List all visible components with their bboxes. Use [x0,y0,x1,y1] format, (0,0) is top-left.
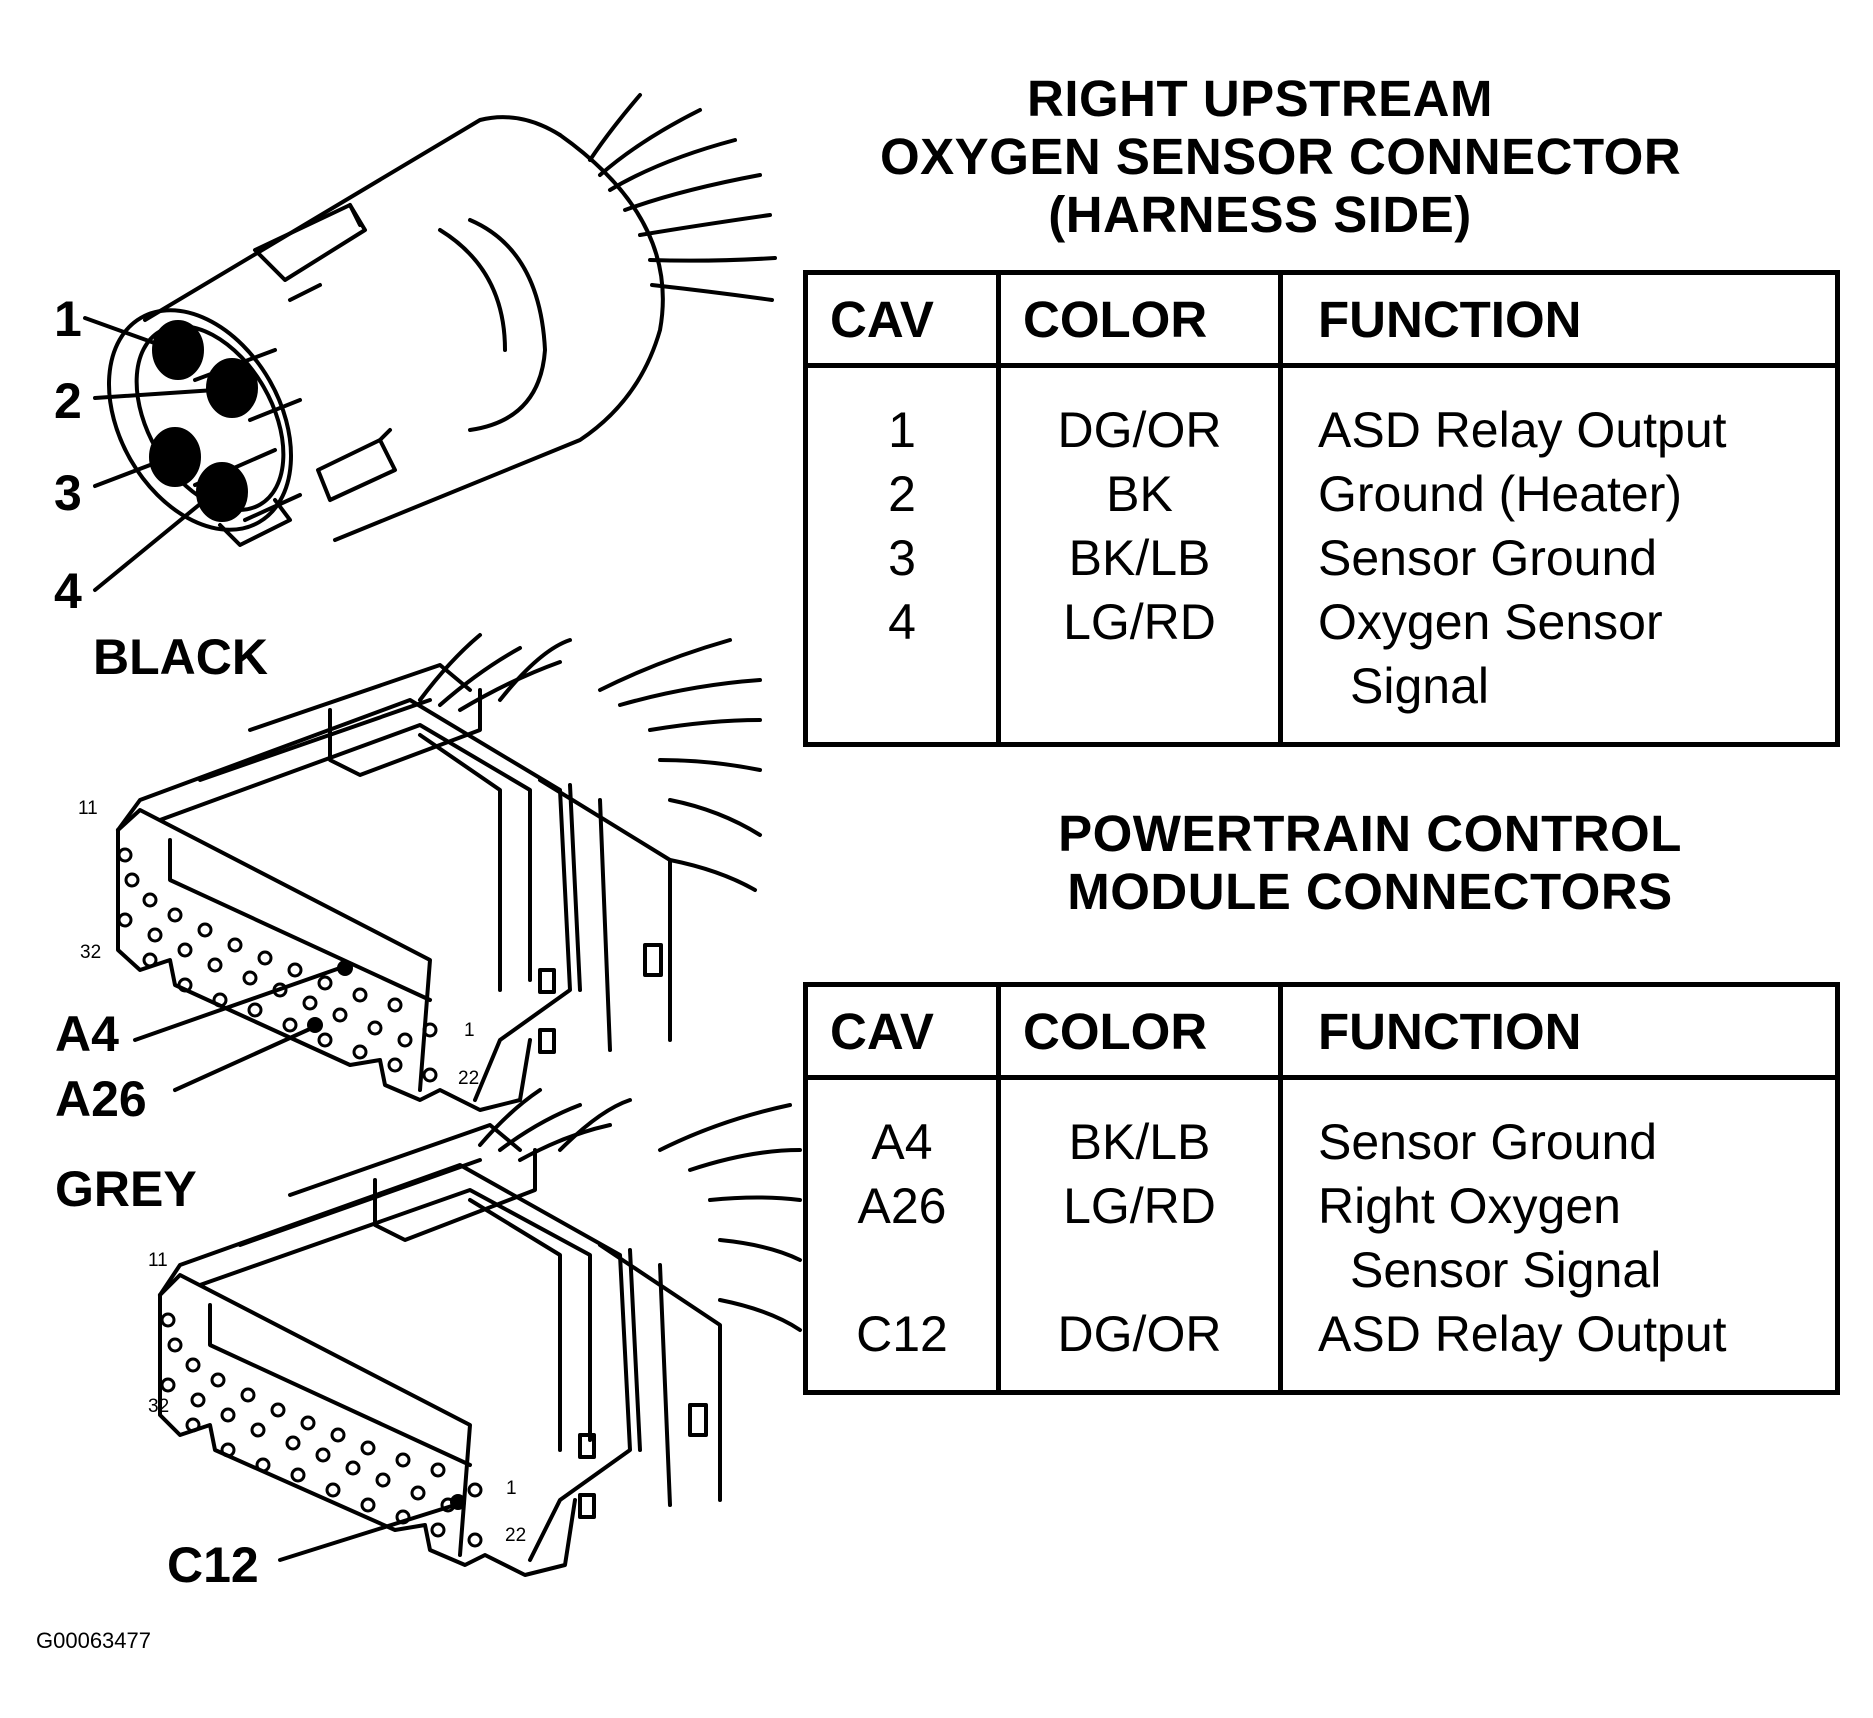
cav-cell: 4 [888,594,916,650]
function-cell: Sensor Ground [1318,1114,1658,1170]
function-cell: Oxygen Sensor [1318,594,1663,650]
black-pin-1: 1 [464,1020,475,1041]
black-pin-11: 11 [78,798,98,819]
color-column: DG/OR BK BK/LB LG/RD [998,365,1283,745]
callout-c12: C12 [167,1537,259,1593]
color-cell: BK/LB [1068,530,1211,586]
grey-pin-22: 22 [505,1525,527,1546]
grey-pin-11: 11 [148,1250,168,1271]
col-header-function: FUNCTION [1280,984,1838,1080]
black-pin-22: 22 [458,1068,480,1089]
color-cell: LG/RD [1063,594,1216,650]
o2-section-title: RIGHT UPSTREAM OXYGEN SENSOR CONNECTOR (… [880,70,1682,243]
function-column: Sensor Ground Right Oxygen Sensor Signal… [1281,1078,1838,1393]
function-cell-continued: Sensor Signal [1350,1242,1662,1298]
function-cell: ASD Relay Output [1318,1306,1727,1362]
o2-pin-callout-3: 3 [54,465,82,521]
cav-cell: 2 [888,466,916,522]
black-connector-label: BLACK [93,629,268,685]
col-header-color: COLOR [998,984,1283,1080]
grey-pin-1: 1 [506,1478,517,1499]
function-cell: ASD Relay Output [1318,402,1727,458]
cav-column: 1 2 3 4 [805,365,1001,745]
col-header-function: FUNCTION [1280,272,1838,368]
cav-cell: A4 [871,1114,933,1170]
color-cell: LG/RD [1063,1178,1216,1234]
function-cell: Right Oxygen [1318,1178,1621,1234]
function-column: ASD Relay Output Ground (Heater) Sensor … [1281,366,1838,745]
function-cell-continued: Signal [1350,658,1489,714]
col-header-cav: CAV [805,272,1001,368]
cav-cell: A26 [857,1178,947,1234]
cav-column: A4 A26 C12 [805,1077,1001,1393]
cav-cell: 1 [888,402,916,458]
col-header-color: COLOR [998,272,1283,368]
black-pcm-connector [116,633,762,1112]
color-column: BK/LB LG/RD DG/OR [998,1077,1283,1393]
function-cell: Ground (Heater) [1318,466,1683,522]
o2-sensor-connector [83,93,777,592]
color-cell: BK [1106,466,1173,522]
figure-id: G00063477 [36,1628,151,1653]
grey-pcm-connector [158,1088,802,1577]
grey-pin-32: 32 [148,1396,170,1417]
black-pin-32: 32 [80,942,102,963]
function-cell: Sensor Ground [1318,530,1658,586]
callout-a4: A4 [55,1006,119,1062]
o2-pin-callout-2: 2 [54,373,82,429]
o2-connector-table: CAV COLOR FUNCTION 1 2 3 4 DG/OR BK BK/L… [803,270,1840,747]
pcm-connector-table: CAV COLOR FUNCTION A4 A26 C12 BK/LB LG/R… [803,982,1840,1395]
o2-pin-callout-4: 4 [54,563,82,619]
color-cell: DG/OR [1057,402,1222,458]
o2-pin-callout-1: 1 [54,291,82,347]
callout-a26: A26 [55,1071,147,1127]
color-cell: BK/LB [1068,1114,1211,1170]
cav-cell: C12 [856,1306,948,1362]
grey-connector-label: GREY [55,1161,197,1217]
pcm-section-title: POWERTRAIN CONTROL MODULE CONNECTORS [1058,805,1682,920]
cav-cell: 3 [888,530,916,586]
color-cell: DG/OR [1057,1306,1222,1362]
col-header-cav: CAV [805,984,1001,1080]
